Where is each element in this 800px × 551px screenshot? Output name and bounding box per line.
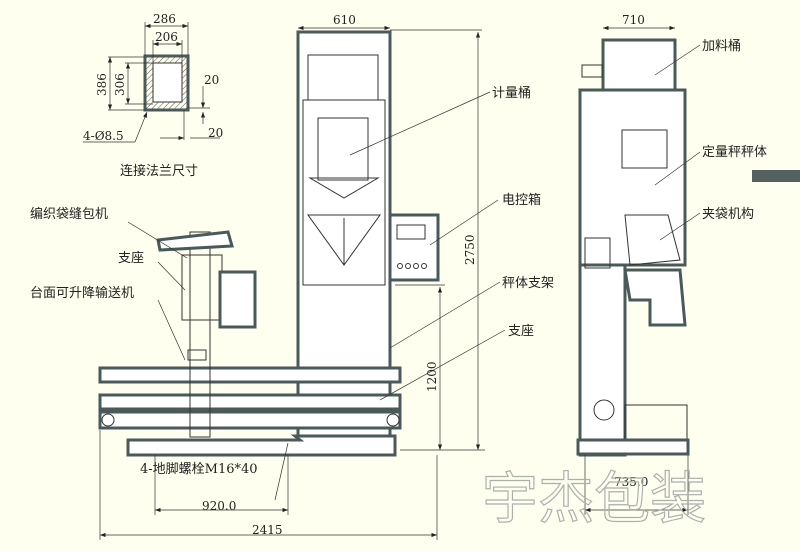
flange-dim-inner-width: 206 xyxy=(155,30,178,44)
dim-side-base: 735.0 xyxy=(614,475,648,489)
label-support-mid: 支座 xyxy=(508,324,534,339)
label-weigh-bucket: 计量桶 xyxy=(492,86,531,101)
label-scale-body: 定量秤秤体 xyxy=(702,145,767,160)
dim-total-length: 2415 xyxy=(252,523,283,537)
dim-side-width: 710 xyxy=(622,13,645,27)
watermark: 宇杰包装 xyxy=(482,467,706,532)
label-bag-clamp: 夹袋机构 xyxy=(702,207,754,222)
label-sewing-machine: 编织袋缝包机 xyxy=(30,207,108,222)
dim-table-height: 1200 xyxy=(425,361,439,392)
label-conveyor: 台面可升降输送机 xyxy=(30,285,134,301)
flange-dim-outer-height: 386 xyxy=(95,73,109,96)
flange-dim-offset-h: 20 xyxy=(208,126,223,140)
front-view xyxy=(98,30,440,457)
flange-dim-offset-v: 20 xyxy=(204,73,219,87)
flange-dim-inner-height: 306 xyxy=(113,73,127,96)
flange-dim-outer-width: 286 xyxy=(153,12,176,26)
label-anchor-bolts: 4-地脚螺栓M16*40 xyxy=(140,461,258,477)
flange-detail: 286 206 386 306 20 20 4-Ø8.5 连接法兰尺寸 xyxy=(83,12,223,179)
dim-total-height: 2750 xyxy=(463,234,477,265)
flange-holes: 4-Ø8.5 xyxy=(83,129,124,143)
dim-tower-width: 610 xyxy=(333,13,356,27)
flange-title: 连接法兰尺寸 xyxy=(120,163,198,179)
label-control-box: 电控箱 xyxy=(502,192,541,208)
side-view xyxy=(576,38,800,457)
label-support-left: 支座 xyxy=(118,251,144,266)
leader-lines xyxy=(127,44,701,501)
label-scale-frame: 秤体支架 xyxy=(502,276,554,291)
dim-bolt-span: 920.0 xyxy=(202,499,236,513)
dimension-lines xyxy=(99,25,689,540)
label-feed-bucket: 加料桶 xyxy=(702,39,741,54)
